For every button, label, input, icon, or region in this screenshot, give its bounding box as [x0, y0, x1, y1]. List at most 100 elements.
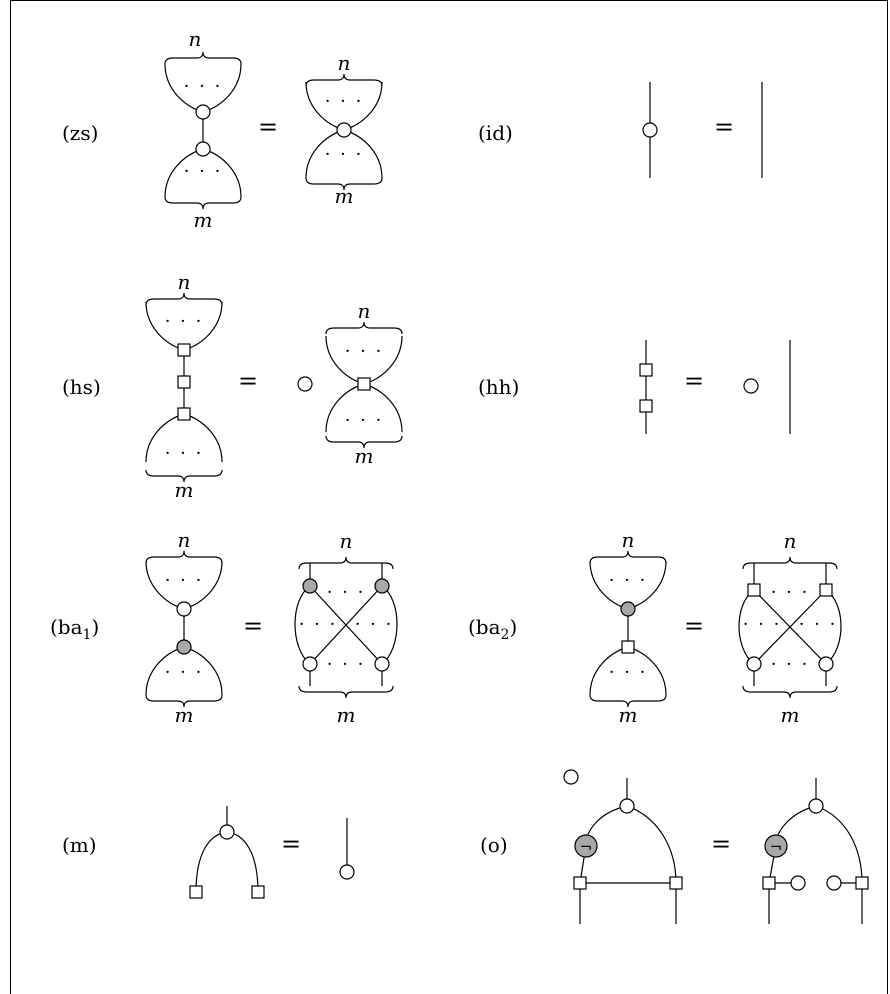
hs-rhs-n: n: [358, 299, 371, 323]
hadamard-node: [639, 399, 653, 413]
o-lhs: ¬: [563, 769, 683, 924]
white-spider-node: [642, 122, 658, 138]
zs-rhs-n: n: [338, 51, 351, 75]
ba2-rhs-n: n: [784, 529, 797, 553]
hs-lhs-dots-top: · · ·: [165, 311, 204, 332]
ba2-rhs: n · · · · · · · · · · · · m: [738, 529, 842, 727]
zs-rhs-dots-top: · · ·: [325, 91, 364, 112]
hadamard-node: [177, 375, 191, 389]
hadamard-node: [189, 885, 203, 899]
ba2-lhs-n: n: [622, 528, 635, 552]
zs-lhs-m: m: [194, 208, 213, 232]
gray-not-node: [764, 834, 788, 858]
white-spider-node: [176, 601, 192, 617]
gray-not-node: [574, 834, 598, 858]
rule-label-ba1: (ba1): [50, 615, 99, 643]
ba1-rhs-dots-bot: · · ·: [327, 654, 366, 675]
hs-lhs-m: m: [175, 478, 194, 502]
gray-spider-node: [302, 578, 318, 594]
hadamard-node: [621, 640, 635, 654]
white-spider-node: [195, 104, 211, 120]
ba1-rhs-dots-left: · · ·: [299, 614, 338, 635]
hs-scalar-node: [297, 376, 313, 392]
hs-equals: =: [238, 367, 258, 395]
zs-lhs-n: n: [189, 27, 202, 51]
rule-label-zs: (zs): [62, 121, 98, 145]
hadamard-node: [357, 377, 371, 391]
ba2-rhs-dots-top: · · ·: [771, 582, 810, 603]
hadamard-node: [855, 876, 869, 890]
gray-spider-node: [374, 578, 390, 594]
ba1-lhs-m: m: [175, 703, 194, 727]
hadamard-node: [251, 885, 265, 899]
ba1-rhs-dots-right: · · ·: [355, 614, 394, 635]
white-spider-node: [818, 656, 834, 672]
gray-spider-node: [176, 639, 192, 655]
hs-lhs-dots-bot: · · ·: [165, 443, 204, 464]
ba2-equals: =: [684, 612, 704, 640]
hadamard-node: [573, 876, 587, 890]
m-lhs: [189, 806, 265, 899]
ba2-rhs-dots-right: · · ·: [799, 614, 838, 635]
ba2-rhs-dots-left: · · ·: [743, 614, 782, 635]
hs-rhs-dots-top: · · ·: [345, 341, 384, 362]
id-lhs: [642, 82, 658, 178]
ba2-lhs: n · · · · · · m: [589, 528, 667, 727]
white-spider-node: [336, 122, 352, 138]
gray-spider-node: [620, 601, 636, 617]
zs-lhs-dots-bot: · · ·: [184, 161, 223, 182]
hadamard-node: [177, 343, 191, 357]
rule-label-ba2: (ba2): [468, 615, 517, 643]
ba2-lhs-dots-top: · · ·: [609, 570, 648, 591]
not-symbol: ¬: [770, 838, 783, 856]
o-rhs: ¬: [762, 778, 869, 924]
hadamard-node: [762, 876, 776, 890]
ba1-rhs-n: n: [340, 529, 353, 553]
ba2-rhs-m: m: [781, 703, 800, 727]
figure-frame: [10, 0, 888, 994]
white-spider-node: [195, 141, 211, 157]
ba1-lhs-dots-top: · · ·: [165, 570, 204, 591]
hs-lhs-n: n: [178, 270, 191, 294]
white-spider-node: [619, 798, 635, 814]
white-spider-node: [808, 798, 824, 814]
ba2-lhs-m: m: [619, 703, 638, 727]
hh-lhs: [639, 340, 653, 434]
ba1-lhs-dots-bot: · · ·: [165, 662, 204, 683]
hs-lhs: n · · · · · · m: [145, 270, 223, 502]
white-spider-node: [826, 875, 842, 891]
hs-rhs: n · · · · · · m: [325, 299, 403, 468]
hh-scalar-node: [743, 378, 759, 394]
zs-lhs: n · · · · · · m: [164, 27, 242, 232]
white-spider-node: [790, 875, 806, 891]
rule-label-hs: (hs): [62, 375, 101, 399]
white-spider-node: [374, 656, 390, 672]
zs-equals: =: [258, 113, 278, 141]
m-equals: =: [281, 830, 301, 858]
white-spider-node: [219, 824, 235, 840]
white-spider-node: [746, 656, 762, 672]
zs-rhs-dots-bot: · · ·: [325, 144, 364, 165]
hadamard-node: [819, 583, 833, 597]
hh-equals: =: [684, 367, 704, 395]
white-spider-node: [339, 864, 355, 880]
zs-rhs: n · · · · · · m: [305, 51, 383, 208]
id-equals: =: [714, 113, 734, 141]
ba2-lhs-dots-bot: · · ·: [609, 662, 648, 683]
rule-label-o: (o): [480, 833, 508, 857]
hadamard-node: [747, 583, 761, 597]
hadamard-node: [177, 407, 191, 421]
ba1-equals: =: [243, 612, 263, 640]
zs-lhs-dots-top: · · ·: [184, 76, 223, 97]
rule-label-hh: (hh): [478, 375, 519, 399]
white-scalar-node: [563, 769, 579, 785]
white-spider-node: [302, 656, 318, 672]
ba1-rhs-m: m: [337, 703, 356, 727]
hs-rhs-m: m: [355, 444, 374, 468]
not-symbol: ¬: [580, 838, 593, 856]
ba1-lhs: n · · · · · · m: [145, 528, 223, 727]
hs-rhs-dots-bot: · · ·: [345, 410, 384, 431]
ba1-rhs-dots-top: · · ·: [327, 582, 366, 603]
m-rhs: [339, 818, 355, 880]
